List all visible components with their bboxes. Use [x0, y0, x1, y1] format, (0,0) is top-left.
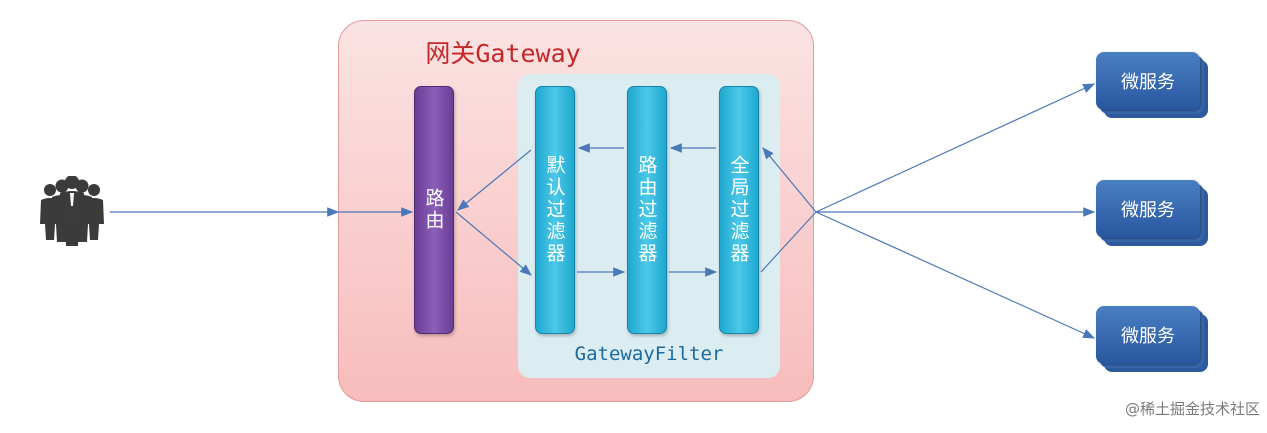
route-filter-node: 路由过滤器	[627, 86, 667, 334]
arrow-hub-to-global-return	[762, 147, 817, 213]
arrow-hub-to-service-3	[815, 211, 1096, 339]
users-group-icon	[40, 176, 104, 246]
watermark: @稀土掘金技术社区	[1124, 400, 1260, 418]
arrow-default-to-route-return	[457, 149, 532, 211]
arrow-hub-to-service-1	[815, 83, 1096, 213]
global-filter-label: 全局过滤器	[727, 155, 750, 265]
arrow-global-to-hub	[760, 211, 817, 273]
route-node: 路由	[414, 86, 454, 334]
arrow-route-to-default-filter	[455, 211, 532, 276]
microservice-2: 微服务	[1096, 180, 1208, 246]
default-filter-node: 默认过滤器	[535, 86, 575, 334]
filter-group-label: GatewayFilter	[574, 343, 724, 365]
route-node-label: 路由	[422, 188, 445, 232]
gateway-title: 网关Gateway	[425, 39, 581, 68]
microservice-label: 微服务	[1096, 306, 1200, 364]
global-filter-node: 全局过滤器	[719, 86, 759, 334]
microservice-label: 微服务	[1096, 180, 1200, 238]
microservice-3: 微服务	[1096, 306, 1208, 372]
microservice-1: 微服务	[1096, 52, 1208, 118]
default-filter-label: 默认过滤器	[543, 155, 566, 265]
route-filter-label: 路由过滤器	[635, 155, 658, 265]
microservice-label: 微服务	[1096, 52, 1200, 110]
